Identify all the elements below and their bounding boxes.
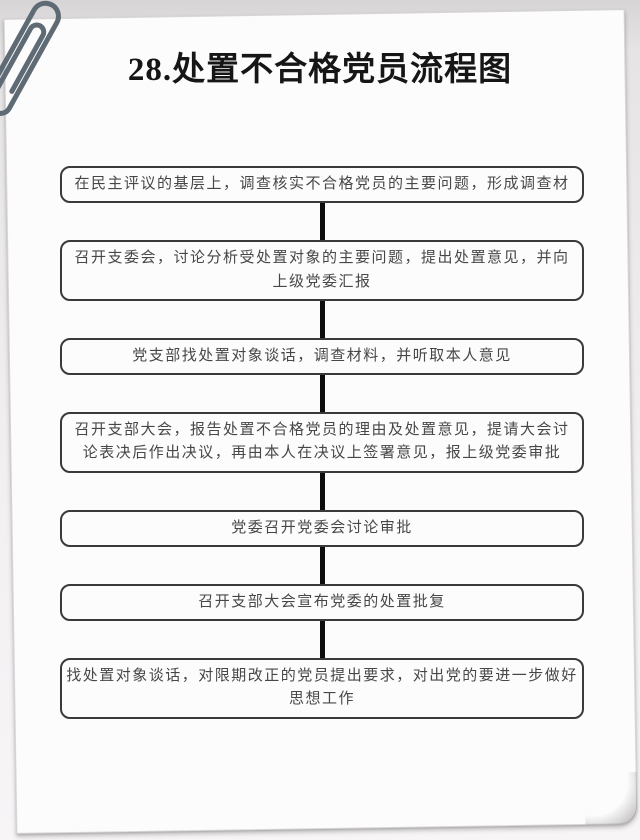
page-title: 28.处置不合格党员流程图 xyxy=(127,52,513,88)
flow-connector xyxy=(319,203,325,241)
flow-step-7: 找处置对象谈话，对限期改正的党员提出要求，对出党的要进一步做好 思想工作 xyxy=(60,658,584,719)
flow-step-1: 在民主评议的基层上，调查核实不合格党员的主要问题，形成调查材 xyxy=(60,166,584,204)
flow-connector xyxy=(319,621,325,658)
flow-step-3: 党支部找处置对象谈话，调查材料，并听取本人意见 xyxy=(60,337,584,375)
paperclip-icon xyxy=(0,0,80,132)
flow-step-6: 召开支部大会宣布党委的处置批复 xyxy=(60,583,584,621)
flow-connector xyxy=(319,300,325,338)
flow-step-2: 召开支委会，讨论分析受处置对象的主要问题，提出处置意见，并向 上级党委汇报 xyxy=(60,240,584,301)
flow-connector xyxy=(319,472,325,510)
flow-step-4: 召开支部大会，报告处置不合格党员的理由及处置意见，提请大会讨 论表决后作出决议，… xyxy=(60,412,584,473)
flow-step-5: 党委召开党委会讨论审批 xyxy=(60,509,584,547)
flow-connector xyxy=(319,375,325,412)
flowchart: 在民主评议的基层上，调查核实不合格党员的主要问题，形成调查材 召开支委会，讨论分… xyxy=(60,166,584,719)
flow-connector xyxy=(319,546,325,584)
